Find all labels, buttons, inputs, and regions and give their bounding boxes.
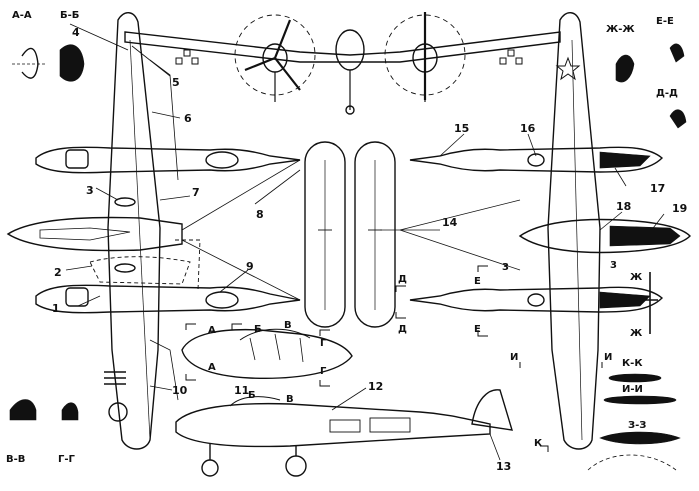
cut-mark-g1: Г [320, 338, 327, 349]
bottom-view-fuselage [518, 218, 691, 254]
section-label-zhzh: Ж-Ж [606, 24, 635, 35]
nose-wheel [201, 459, 219, 477]
callout-3: 3 [86, 184, 94, 197]
cut-mark-d2: Д [398, 324, 407, 335]
callout-14: 14 [442, 216, 458, 229]
section-kk-shape [608, 373, 662, 383]
cut-mark-b1: Б [254, 324, 262, 335]
cut-mark-e1: Е [474, 276, 481, 287]
bottom-view-wing [547, 12, 601, 450]
section-label-kk: К-К [622, 358, 643, 369]
section-vv-shape [9, 399, 37, 421]
callout-12: 12 [368, 380, 383, 393]
callout-7: 7 [192, 186, 200, 199]
section-label-gg: Г-Г [58, 454, 76, 465]
callout-15: 15 [454, 122, 469, 135]
section-label-aa: А-А [12, 10, 32, 21]
side-view [175, 389, 513, 477]
section-zz-shape [599, 431, 681, 445]
section-ee-shape [669, 43, 685, 63]
callout-11: 11 [234, 384, 249, 397]
callout-16: 16 [520, 122, 536, 135]
section-gg-shape [61, 402, 79, 421]
callout-numbers: 1 2 3 4 5 6 7 8 9 10 11 12 13 14 15 16 1… [52, 26, 687, 473]
canopy-detail-outline [181, 328, 353, 379]
cut-mark-i2: И [604, 352, 612, 363]
section-bb-shape [59, 44, 85, 82]
canopy-detail [181, 328, 353, 379]
section-profiles-right [587, 43, 687, 471]
callout-2: 2 [54, 266, 62, 279]
callout-19: 19 [672, 202, 687, 215]
cut-mark-zh1: Ж [630, 272, 643, 283]
callout-1: 1 [52, 302, 60, 315]
bottom-view-airframe [409, 12, 691, 450]
callout-8: 8 [256, 208, 264, 221]
cut-mark-k1: К [534, 438, 543, 449]
section-profiles-left [9, 44, 85, 421]
section-aa-shape [21, 47, 39, 79]
section-label-bb: Б-Б [60, 10, 79, 21]
section-label-zz: З-З [628, 420, 646, 431]
cut-mark-zh2: Ж [630, 328, 643, 339]
callout-5: 5 [172, 76, 180, 89]
main-wheel [285, 455, 307, 477]
cut-mark-a1: А [208, 325, 216, 336]
side-view-fin [471, 389, 513, 431]
cut-mark-z2: 3 [610, 260, 617, 271]
right-propeller-disc [384, 14, 466, 96]
section-labels: А-А Б-Б В-В Г-Г Ж-Ж Е-Е Д-Д К-К И-И З-З [6, 10, 678, 465]
top-view-boom-upper [35, 146, 301, 174]
section-zhzh-shape [615, 54, 635, 83]
callout-4: 4 [72, 26, 80, 39]
cut-mark-i1: И [510, 352, 518, 363]
left-propeller-disc [234, 14, 316, 96]
section-ii-shape [603, 395, 677, 405]
horizontal-stabilizer-plan [304, 141, 396, 328]
bottom-view-boom-lower [409, 286, 664, 313]
section-label-ee: Е-Е [656, 16, 674, 27]
cut-mark-v1: В [284, 320, 292, 331]
callout-6: 6 [184, 112, 192, 125]
cut-arrows [185, 265, 603, 452]
top-view-boom-lower [35, 284, 301, 314]
front-view [124, 12, 561, 115]
cut-mark-v2: В [286, 394, 294, 405]
top-view-fuselage [6, 216, 183, 252]
cut-mark-letters: А А Б Б В В Г Г Д Д Е Е Ж Ж 3 3 И И К [208, 260, 643, 449]
section-label-ii: И-И [622, 384, 643, 395]
callout-10: 10 [172, 384, 188, 397]
section-dd-shape [669, 109, 687, 129]
callout-17: 17 [650, 182, 665, 195]
side-view-fuselage [175, 402, 491, 448]
leader-lines [65, 23, 665, 461]
top-view-airframe [6, 12, 301, 450]
cut-mark-e2: Е [474, 324, 481, 335]
bottom-view-boom-upper [409, 146, 664, 173]
cut-mark-g2: Г [320, 366, 327, 377]
section-label-dd: Д-Д [656, 88, 678, 99]
cut-mark-b2: Б [248, 390, 256, 401]
callout-9: 9 [246, 260, 254, 273]
cut-mark-a2: А [208, 362, 216, 373]
front-view-wing [124, 31, 561, 63]
callout-13: 13 [496, 460, 511, 473]
cut-mark-z1: 3 [502, 262, 509, 273]
callout-18: 18 [616, 200, 631, 213]
cut-mark-d1: Д [398, 274, 407, 285]
section-label-vv: В-В [6, 454, 25, 465]
